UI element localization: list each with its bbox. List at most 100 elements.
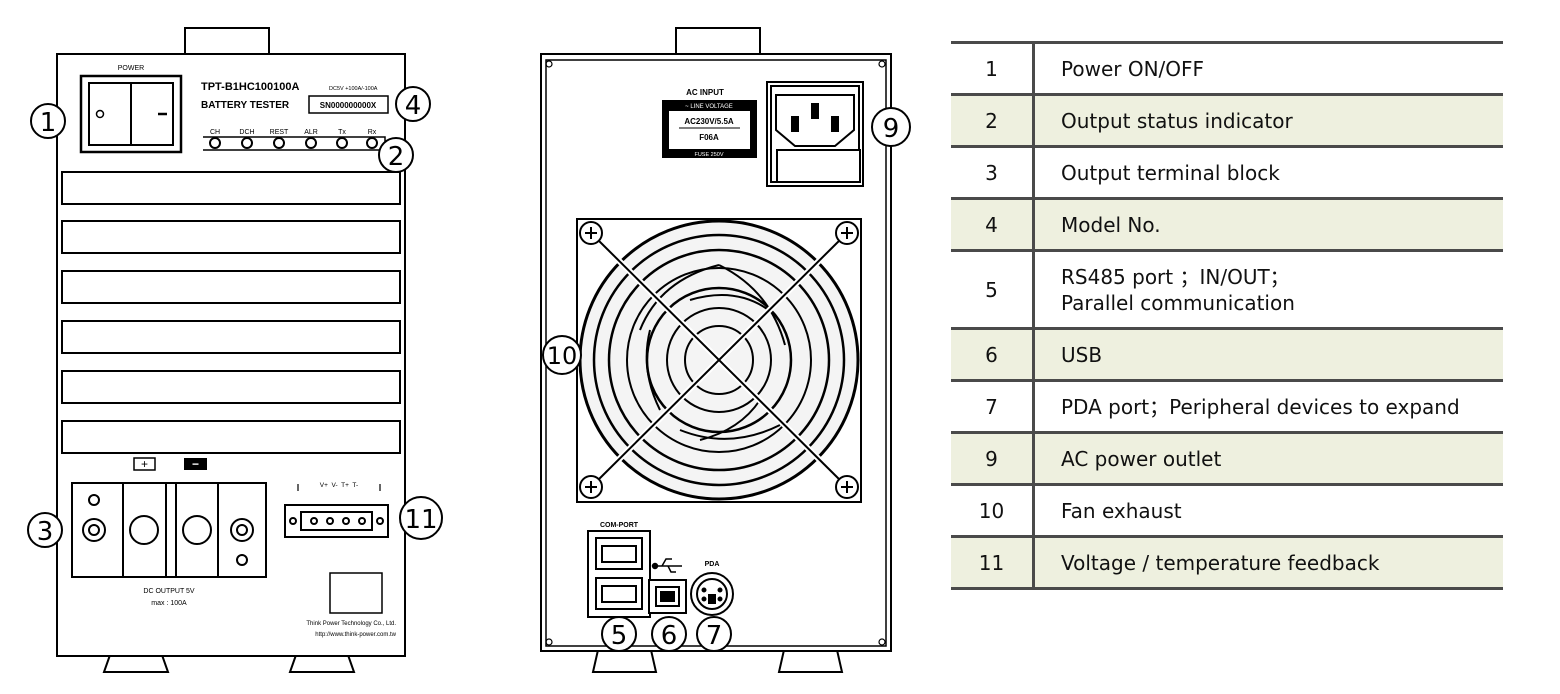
legend-description: Fan exhaust — [1033, 483, 1503, 537]
serial-box — [308, 95, 389, 114]
callout-2: 2 — [378, 137, 414, 173]
fuse-rating: F06A — [699, 133, 719, 142]
fuse-label: FUSE 250V — [694, 152, 723, 158]
legend-number: 9 — [951, 431, 1035, 485]
model-number: TPT-B1HC100100A — [201, 81, 299, 93]
pda-label: PDA — [705, 561, 720, 568]
company-name: Think Power Technology Co., Ltd. — [306, 621, 396, 627]
callout-11: 11 — [399, 496, 443, 540]
indicator-label-rx: Rx — [368, 129, 377, 136]
front-vent-slots — [61, 171, 401, 454]
indicator-label-tx: Tx — [338, 129, 346, 136]
legend-description-line: Power ON/OFF — [1061, 56, 1205, 81]
indicator-led-tx — [336, 137, 348, 149]
svg-text:10: 10 — [547, 342, 578, 370]
legend-row: 7 PDA port；Peripheral devices to expand — [951, 379, 1503, 433]
legend-description-line: Output terminal block — [1061, 160, 1280, 185]
indicator-label-dch: DCH — [239, 129, 254, 136]
fan-grille — [576, 218, 862, 503]
plus-marker: + — [141, 457, 148, 471]
indicator-led-rx — [366, 137, 378, 149]
legend-number: 4 — [951, 197, 1035, 251]
callout-4: 4 — [395, 86, 431, 122]
com-port-label: COM-PORT — [600, 522, 639, 529]
rear-panel-diagram: AC INPUT ~ LINE VOLTAGE AC230V/5.5A F06A… — [540, 27, 911, 673]
legend-number: 3 — [951, 145, 1035, 199]
rear-handle — [675, 27, 761, 56]
legend-description-line: AC power outlet — [1061, 446, 1222, 471]
front-panel-diagram: POWER TPT-B1HC100100A BATTERY TESTER DC5… — [27, 27, 443, 673]
legend-number: 1 — [951, 41, 1035, 95]
minus-marker: − — [192, 457, 199, 471]
dc-max-label: max : 100A — [151, 600, 187, 607]
legend-description-line: Fan exhaust — [1061, 498, 1182, 523]
indicator-label-alr: ALR — [304, 129, 318, 136]
line-voltage-label: ~ LINE VOLTAGE — [685, 104, 733, 110]
legend-description: Voltage / temperature feedback — [1033, 535, 1503, 590]
legend-description-line: RS485 port ；IN/OUT； — [1061, 264, 1290, 289]
legend-description: Output terminal block — [1033, 145, 1503, 199]
right-foot — [288, 654, 356, 673]
callout-6: 6 — [651, 616, 687, 652]
product-name: BATTERY TESTER — [201, 100, 290, 111]
rear-right-foot — [777, 649, 844, 673]
ac-power-outlet — [766, 81, 864, 187]
feedback-connector — [284, 504, 389, 538]
ac-input-label: AC INPUT — [686, 88, 724, 97]
company-website: http://www.think-power.com.tw — [315, 632, 396, 638]
callout-7: 7 — [696, 616, 732, 652]
legend-description: Model No. — [1033, 197, 1503, 251]
legend-description-line: USB — [1061, 342, 1103, 367]
callout-10: 10 — [542, 335, 582, 375]
usb-port — [648, 579, 687, 614]
legend-description: AC power outlet — [1033, 431, 1503, 485]
feedback-pin-labels: V+ V- T+ T- — [320, 482, 358, 489]
callout-1: 1 — [30, 103, 66, 139]
legend-row: 11 Voltage / temperature feedback — [951, 535, 1503, 590]
rear-left-foot — [591, 649, 658, 673]
callout-5: 5 — [601, 616, 637, 652]
indicator-label-ch: CH — [210, 129, 220, 136]
dc-output-label: DC OUTPUT 5V — [143, 588, 195, 595]
svg-text:5: 5 — [611, 621, 628, 651]
svg-text:1: 1 — [40, 108, 57, 138]
legend-row: 9 AC power outlet — [951, 431, 1503, 485]
rating-label: DC5V +100A/-100A — [329, 86, 378, 92]
legend-row: 1 Power ON/OFF — [951, 41, 1503, 95]
rs485-ports — [587, 530, 651, 618]
plus-marker-box — [133, 457, 156, 471]
indicator-led-alr — [305, 137, 317, 149]
legend-number: 2 — [951, 93, 1035, 147]
serial-number: SN000000000X — [320, 101, 377, 110]
usb-icon — [651, 558, 682, 573]
callout-3: 3 — [27, 512, 63, 548]
indicator-led-ch — [209, 137, 221, 149]
legend-description: USB — [1033, 327, 1503, 381]
legend-description-line: Parallel communication — [1061, 290, 1295, 315]
svg-text:2: 2 — [388, 142, 405, 172]
output-terminal-block — [71, 482, 267, 578]
legend-description: RS485 port ；IN/OUT；Parallel communicatio… — [1033, 249, 1503, 329]
legend-description: PDA port；Peripheral devices to expand — [1033, 379, 1503, 433]
legend-description-line: Voltage / temperature feedback — [1061, 550, 1380, 575]
svg-text:11: 11 — [404, 505, 437, 535]
indicator-label-rest: REST — [270, 129, 289, 136]
svg-text:7: 7 — [706, 621, 723, 651]
legend-number: 5 — [951, 249, 1035, 329]
legend-number: 7 — [951, 379, 1035, 433]
label-plate — [329, 572, 383, 614]
legend-number: 11 — [951, 535, 1035, 590]
svg-text:6: 6 — [661, 621, 678, 651]
legend-description-line: PDA port；Peripheral devices to expand — [1061, 394, 1460, 419]
minus-marker-box — [184, 458, 207, 470]
legend-description: Output status indicator — [1033, 93, 1503, 147]
legend-row: 3 Output terminal block — [951, 145, 1503, 199]
legend-description: Power ON/OFF — [1033, 41, 1503, 95]
switch-off-mark — [95, 109, 105, 119]
legend-number: 6 — [951, 327, 1035, 381]
indicator-led-dch — [241, 137, 253, 149]
